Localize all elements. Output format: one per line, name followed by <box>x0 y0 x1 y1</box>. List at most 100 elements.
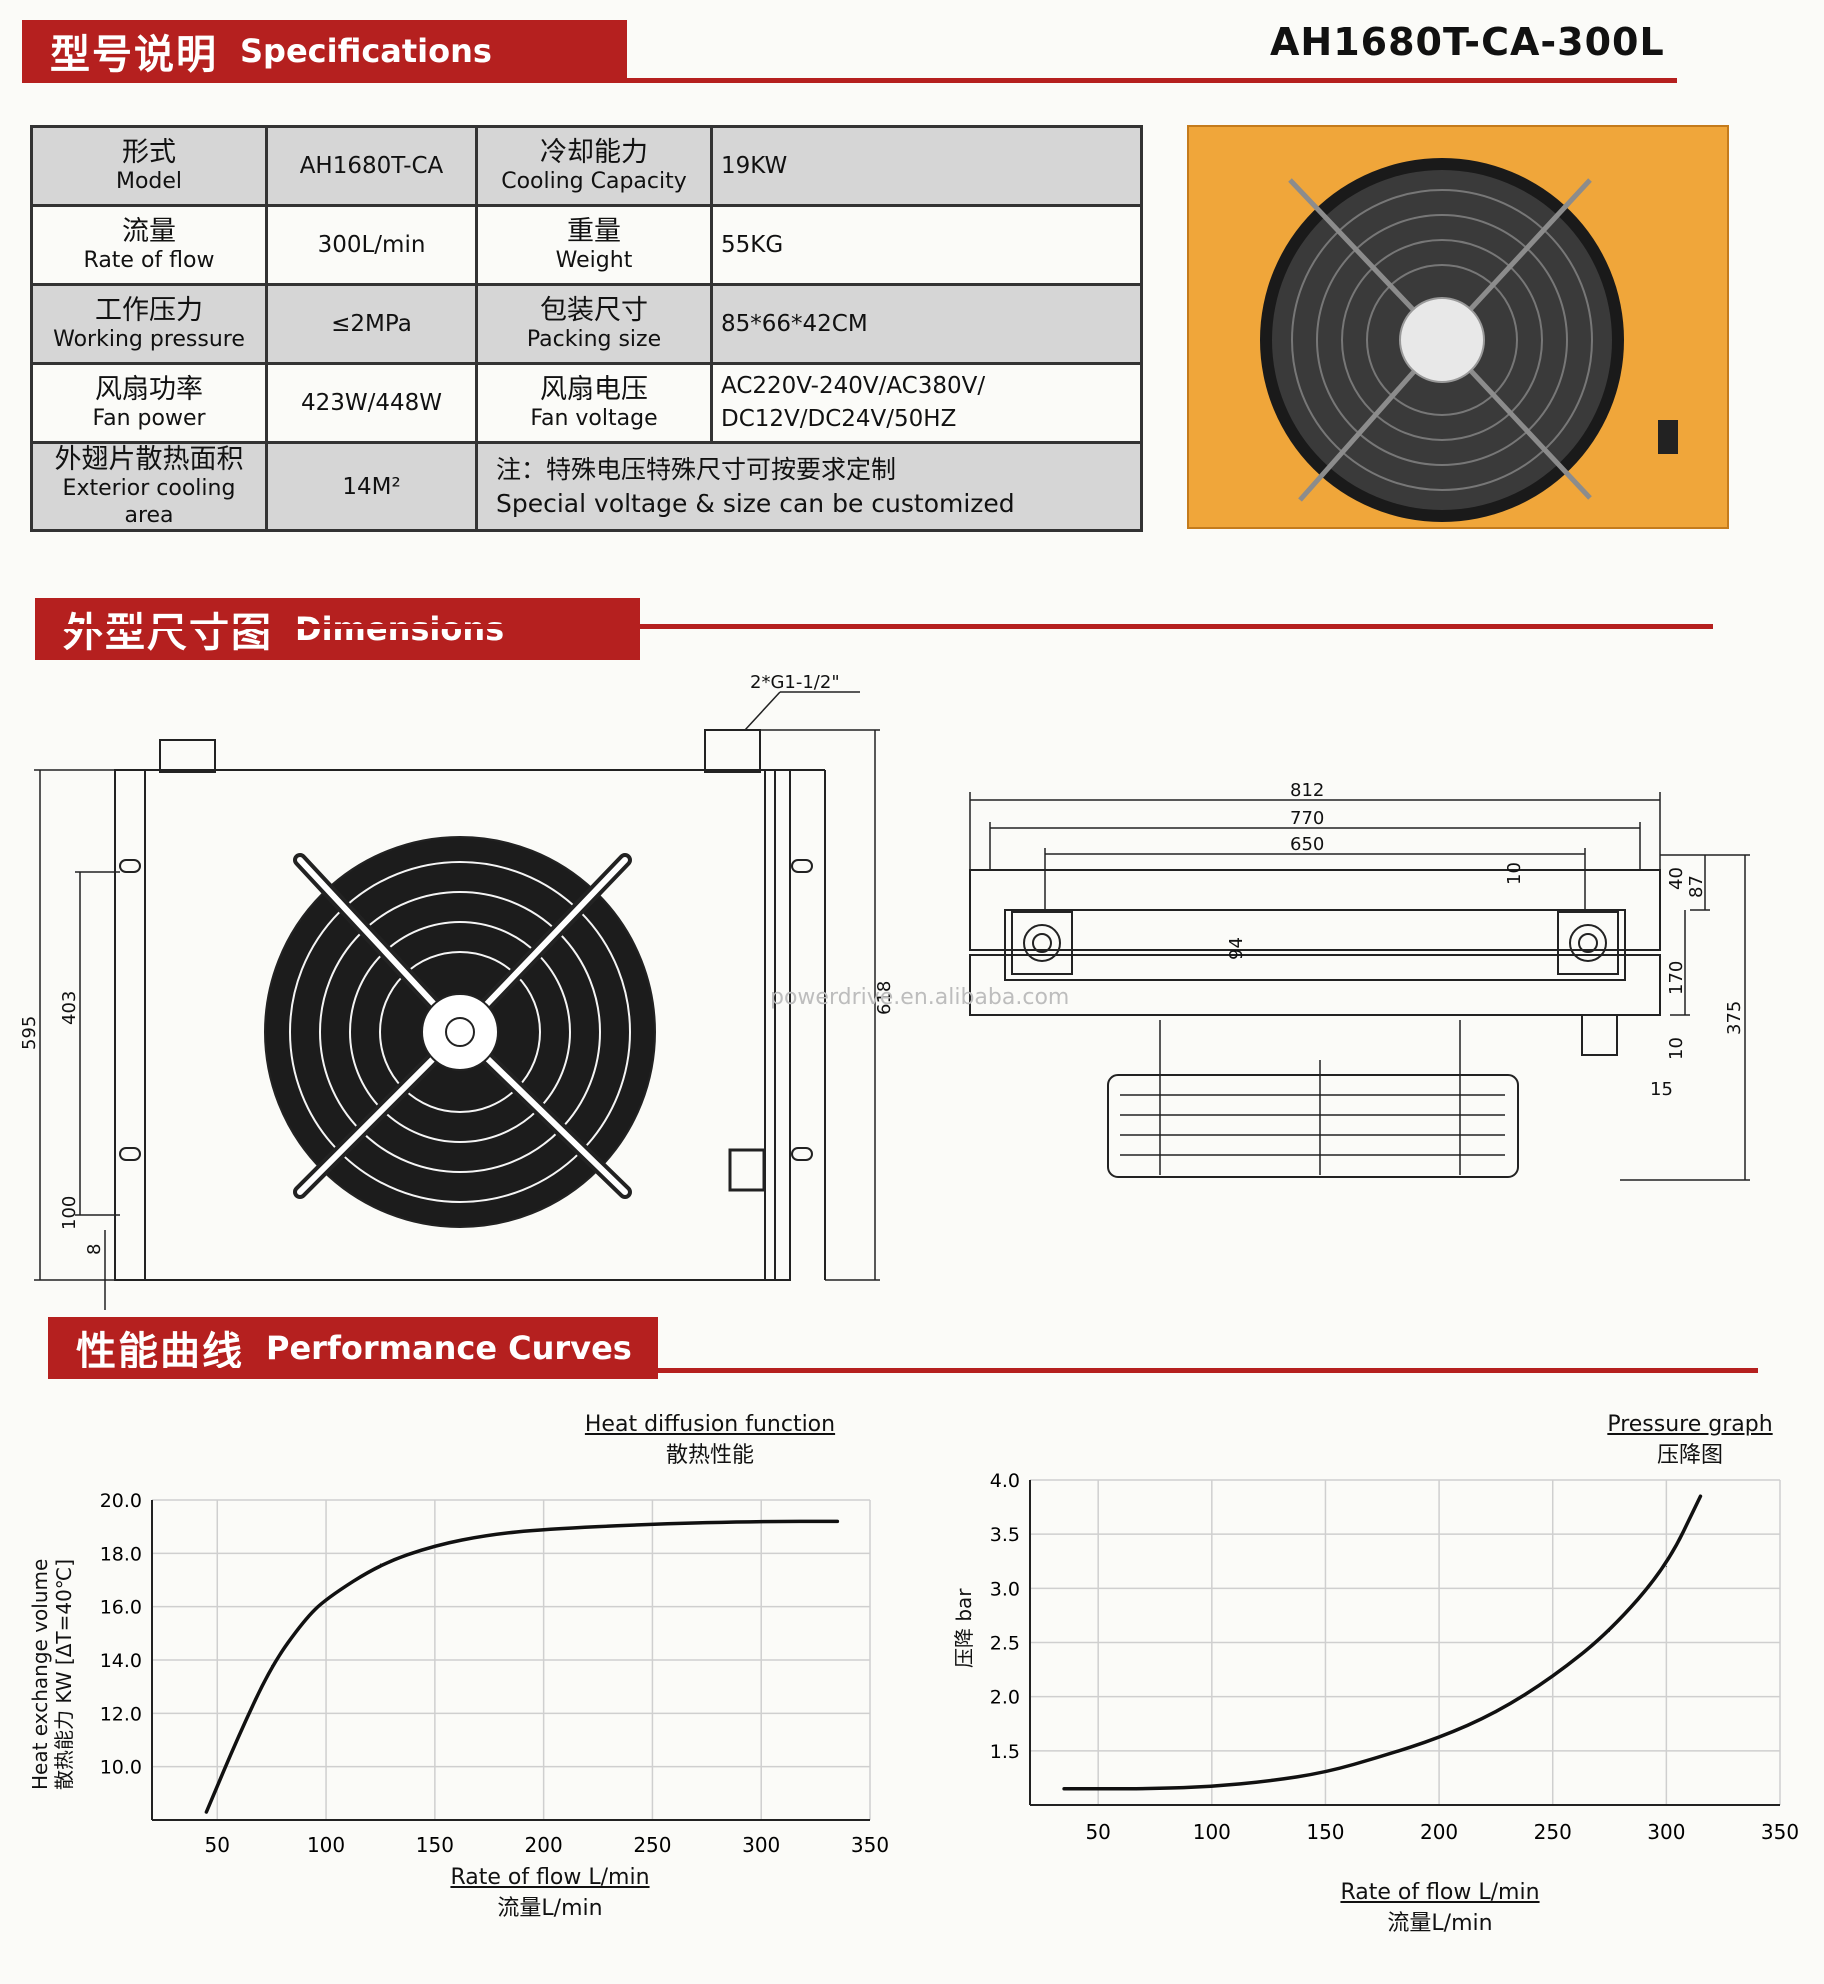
data-point <box>379 1563 381 1565</box>
y-tick-label: 2.0 <box>990 1687 1020 1709</box>
data-point <box>1699 1495 1701 1497</box>
spec-value: AC220V-240V/AC380V/DC12V/DC24V/50HZ <box>710 362 1143 444</box>
x-tick-label: 50 <box>205 1833 230 1857</box>
x-tick-label: 100 <box>307 1833 345 1857</box>
dim-87: 87 <box>1686 875 1707 898</box>
watermark: powerdrive.en.alibaba.com <box>770 985 1070 1010</box>
data-point <box>205 1811 207 1813</box>
y-tick-label: 2.5 <box>990 1633 1020 1655</box>
spec-value: 14M² <box>265 440 478 533</box>
dims-rule <box>35 624 1713 629</box>
dim-10: 10 <box>1504 862 1525 885</box>
data-point <box>434 1544 436 1546</box>
data-point <box>1609 1631 1611 1633</box>
x-tick-label: 250 <box>633 1833 671 1857</box>
data-point <box>488 1534 490 1536</box>
y-tick-label: 10.0 <box>100 1757 142 1779</box>
perf-title-en: Performance Curves <box>266 1329 632 1367</box>
data-point <box>760 1520 762 1522</box>
specs-banner: 型号说明 Specifications <box>22 20 627 82</box>
product-photo <box>1187 125 1729 529</box>
y-tick-label: 20.0 <box>100 1490 142 1512</box>
spec-value: 55KG <box>710 204 1143 286</box>
side-view-drawing: 812 770 650 10 94 40 87 170 375 10 15 <box>969 780 1750 1181</box>
data-point <box>1495 1712 1497 1714</box>
dim-170: 170 <box>1666 961 1687 995</box>
x-tick-label: 200 <box>1420 1820 1458 1844</box>
x-tick-label: 200 <box>525 1833 563 1857</box>
series-line <box>204 1519 840 1814</box>
y-tick-label: 12.0 <box>100 1703 142 1725</box>
spec-value: ≤2MPa <box>265 283 478 365</box>
dim-40: 40 <box>1666 867 1687 890</box>
data-point <box>1268 1780 1270 1782</box>
y-tick-label: 18.0 <box>100 1543 142 1565</box>
data-point <box>303 1619 305 1621</box>
dim-100: 100 <box>59 1196 80 1230</box>
x-tick-label: 150 <box>1306 1820 1344 1844</box>
series-line <box>1062 1494 1703 1791</box>
dim-94: 94 <box>1226 937 1247 960</box>
y-tick-label: 3.0 <box>990 1578 1020 1600</box>
data-point <box>1381 1755 1383 1757</box>
data-point <box>651 1523 653 1525</box>
x-tick-label: 300 <box>1647 1820 1685 1844</box>
dims-title-cn: 外型尺寸图 <box>63 610 273 656</box>
dim-618: 618 <box>874 981 895 1015</box>
dim-375: 375 <box>1724 1001 1745 1035</box>
dim-595: 595 <box>20 1016 40 1050</box>
perf-rule <box>48 1368 1758 1373</box>
x-tick-label: 300 <box>742 1833 780 1857</box>
dim-8: 8 <box>84 1244 105 1255</box>
data-point <box>1438 1737 1440 1739</box>
front-view-drawing: 2*G1-1/2" 595 403 100 8 618 <box>20 672 895 1310</box>
dim-403: 403 <box>59 991 80 1025</box>
dim-port: 2*G1-1/2" <box>750 672 840 693</box>
spec-value: 300L/min <box>265 204 478 286</box>
data-point <box>836 1520 838 1522</box>
data-point <box>1665 1566 1667 1568</box>
specs-title-cn: 型号说明 <box>50 32 218 78</box>
y-tick-label: 4.0 <box>990 1470 1020 1492</box>
model-code: AH1680T-CA-300L <box>1270 20 1665 64</box>
x-tick-label: 50 <box>1085 1820 1110 1844</box>
dim-15: 15 <box>1650 1079 1673 1100</box>
specs-title-en: Specifications <box>240 32 492 70</box>
x-tick-label: 250 <box>1534 1820 1572 1844</box>
dims-title-en: Dimensions <box>295 610 505 648</box>
data-point <box>1552 1676 1554 1678</box>
dim-10b: 10 <box>1666 1037 1687 1060</box>
data-point <box>1211 1786 1213 1788</box>
y-tick-label: 3.5 <box>990 1524 1020 1546</box>
dims-banner: 外型尺寸图 Dimensions <box>35 598 640 660</box>
y-tick-label: 1.5 <box>990 1741 1020 1763</box>
spec-value: 19KW <box>710 125 1143 207</box>
dim-812: 812 <box>1290 780 1324 801</box>
x-tick-label: 150 <box>416 1833 454 1857</box>
dim-650: 650 <box>1290 834 1324 855</box>
perf-title-cn: 性能曲线 <box>76 1329 244 1375</box>
y-tick-label: 16.0 <box>100 1597 142 1619</box>
x-tick-label: 100 <box>1193 1820 1231 1844</box>
spec-value: 85*66*42CM <box>710 283 1143 365</box>
data-point <box>238 1734 240 1736</box>
spec-value: AH1680T-CA <box>265 125 478 207</box>
spec-value: 423W/448W <box>265 362 478 444</box>
specs-rule <box>22 78 1677 83</box>
